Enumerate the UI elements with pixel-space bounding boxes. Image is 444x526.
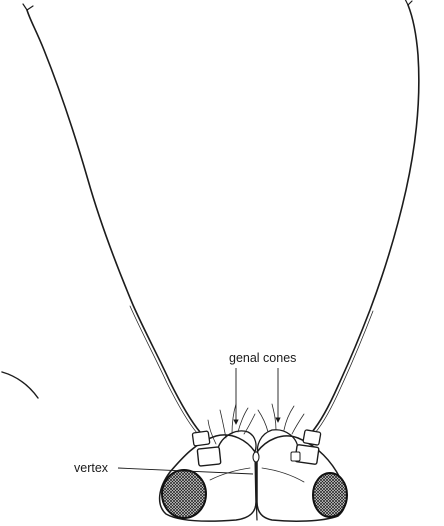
left-antenna (23, 4, 200, 433)
stray-mark (2, 372, 38, 398)
right-compound-eye (313, 473, 347, 517)
setae (208, 404, 304, 444)
right-antenna (312, 0, 419, 433)
right-scape (303, 430, 321, 446)
label-vertex: vertex (74, 461, 109, 475)
left-compound-eye (162, 470, 206, 518)
left-pedicel (197, 447, 221, 466)
right-inner-segment (291, 452, 300, 461)
label-genal-cones: genal cones (229, 351, 296, 365)
vertex-tubercle (253, 452, 259, 462)
left-scape (192, 431, 210, 446)
